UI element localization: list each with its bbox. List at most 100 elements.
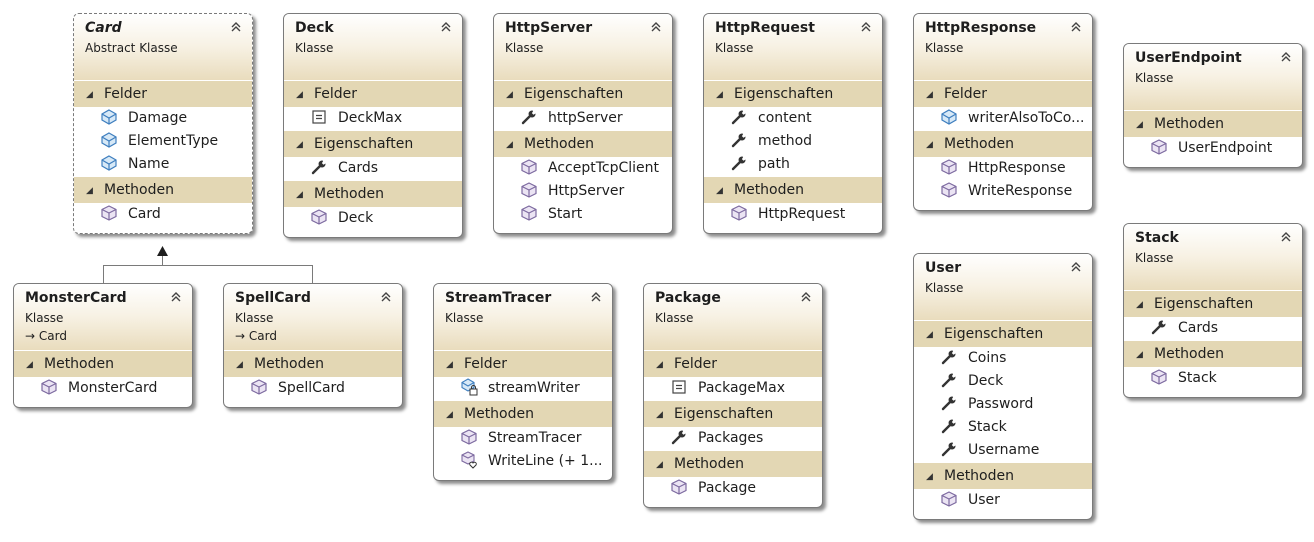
member-row[interactable]: UserEndpoint (1124, 137, 1302, 160)
collapse-chevron-icon[interactable] (649, 20, 663, 34)
expand-triangle-icon[interactable]: ◢ (1136, 300, 1143, 310)
expand-triangle-icon[interactable]: ◢ (446, 410, 453, 420)
expand-triangle-icon[interactable]: ◢ (296, 140, 303, 150)
member-row[interactable]: HttpRequest (704, 203, 882, 226)
expand-triangle-icon[interactable]: ◢ (656, 410, 663, 420)
member-row[interactable]: Username (914, 439, 1092, 462)
member-row[interactable]: Cards (284, 157, 462, 180)
expand-triangle-icon[interactable]: ◢ (506, 90, 513, 100)
expand-triangle-icon[interactable]: ◢ (926, 90, 933, 100)
collapse-chevron-icon[interactable] (1069, 20, 1083, 34)
member-row[interactable]: content (704, 107, 882, 130)
member-row[interactable]: Stack (914, 416, 1092, 439)
expand-triangle-icon[interactable]: ◢ (926, 330, 933, 340)
section-header-methoden[interactable]: ◢Methoden (74, 176, 252, 203)
section-header-methoden[interactable]: ◢Methoden (1124, 110, 1302, 137)
member-row[interactable]: StreamTracer (434, 427, 612, 450)
member-row[interactable]: ElementType (74, 130, 252, 153)
member-row[interactable]: Damage (74, 107, 252, 130)
member-row[interactable]: streamWriter (434, 377, 612, 400)
section-header-eigenschaften[interactable]: ◢Eigenschaften (644, 400, 822, 427)
expand-triangle-icon[interactable]: ◢ (296, 90, 303, 100)
section-header-methoden[interactable]: ◢Methoden (914, 462, 1092, 489)
member-row[interactable]: httpServer (494, 107, 672, 130)
section-header-eigenschaften[interactable]: ◢Eigenschaften (284, 130, 462, 157)
member-row[interactable]: DeckMax (284, 107, 462, 130)
expand-triangle-icon[interactable]: ◢ (1136, 350, 1143, 360)
expand-triangle-icon[interactable]: ◢ (26, 360, 33, 370)
member-row[interactable]: SpellCard (224, 377, 402, 400)
collapse-chevron-icon[interactable] (229, 20, 243, 34)
member-row[interactable]: Card (74, 203, 252, 226)
section-header-felder[interactable]: ◢Felder (644, 350, 822, 377)
expand-triangle-icon[interactable]: ◢ (1136, 120, 1143, 130)
member-row[interactable]: Password (914, 393, 1092, 416)
member-row[interactable]: WriteResponse (914, 180, 1092, 203)
section-header-methoden[interactable]: ◢Methoden (224, 350, 402, 377)
section-header-felder[interactable]: ◢Felder (914, 80, 1092, 107)
collapse-chevron-icon[interactable] (439, 20, 453, 34)
section-header-methoden[interactable]: ◢Methoden (914, 130, 1092, 157)
collapse-chevron-icon[interactable] (589, 290, 603, 304)
expand-triangle-icon[interactable]: ◢ (926, 472, 933, 482)
section-header-methoden[interactable]: ◢Methoden (644, 450, 822, 477)
expand-triangle-icon[interactable]: ◢ (446, 360, 453, 370)
collapse-chevron-icon[interactable] (169, 290, 183, 304)
expand-triangle-icon[interactable]: ◢ (656, 360, 663, 370)
collapse-chevron-icon[interactable] (1069, 260, 1083, 274)
member-row[interactable]: MonsterCard (14, 377, 192, 400)
member-row[interactable]: Packages (644, 427, 822, 450)
member-row[interactable]: Stack (1124, 367, 1302, 390)
member-row[interactable]: AcceptTcpClient (494, 157, 672, 180)
section-header-eigenschaften[interactable]: ◢Eigenschaften (914, 320, 1092, 347)
collapse-chevron-icon[interactable] (1279, 230, 1293, 244)
member-row[interactable]: User (914, 489, 1092, 512)
expand-triangle-icon[interactable]: ◢ (86, 186, 93, 196)
section-header-felder[interactable]: ◢Felder (284, 80, 462, 107)
member-row[interactable]: writerAlsoToCo... (914, 107, 1092, 130)
member-row[interactable]: Start (494, 203, 672, 226)
section-header-felder[interactable]: ◢Felder (74, 80, 252, 107)
collapse-chevron-icon[interactable] (799, 290, 813, 304)
member-row[interactable]: HttpResponse (914, 157, 1092, 180)
member-row[interactable]: WriteLine (+ 1... (434, 450, 612, 473)
expand-triangle-icon[interactable]: ◢ (506, 140, 513, 150)
expand-triangle-icon[interactable]: ◢ (236, 360, 243, 370)
section-header-eigenschaften[interactable]: ◢Eigenschaften (494, 80, 672, 107)
member-row[interactable]: Deck (284, 207, 462, 230)
section-header-methoden[interactable]: ◢Methoden (494, 130, 672, 157)
section-header-methoden[interactable]: ◢Methoden (434, 400, 612, 427)
member-row[interactable]: PackageMax (644, 377, 822, 400)
section-header-eigenschaften[interactable]: ◢Eigenschaften (704, 80, 882, 107)
member-row[interactable]: HttpServer (494, 180, 672, 203)
section-header-eigenschaften[interactable]: ◢Eigenschaften (1124, 290, 1302, 317)
member-row[interactable]: method (704, 130, 882, 153)
section-header-methoden[interactable]: ◢Methoden (1124, 340, 1302, 367)
collapse-chevron-icon[interactable] (1279, 50, 1293, 64)
expand-triangle-icon[interactable]: ◢ (926, 140, 933, 150)
section-header-methoden[interactable]: ◢Methoden (284, 180, 462, 207)
member-row[interactable]: Cards (1124, 317, 1302, 340)
expand-triangle-icon[interactable]: ◢ (656, 460, 663, 470)
section-header-methoden[interactable]: ◢Methoden (704, 176, 882, 203)
section-header-methoden[interactable]: ◢Methoden (14, 350, 192, 377)
member-row[interactable]: Deck (914, 370, 1092, 393)
collapse-chevron-icon[interactable] (379, 290, 393, 304)
member-row[interactable]: path (704, 153, 882, 176)
expand-triangle-icon[interactable]: ◢ (716, 186, 723, 196)
expand-triangle-icon[interactable]: ◢ (86, 90, 93, 100)
member-row[interactable]: Package (644, 477, 822, 500)
section-header-felder[interactable]: ◢Felder (434, 350, 612, 377)
